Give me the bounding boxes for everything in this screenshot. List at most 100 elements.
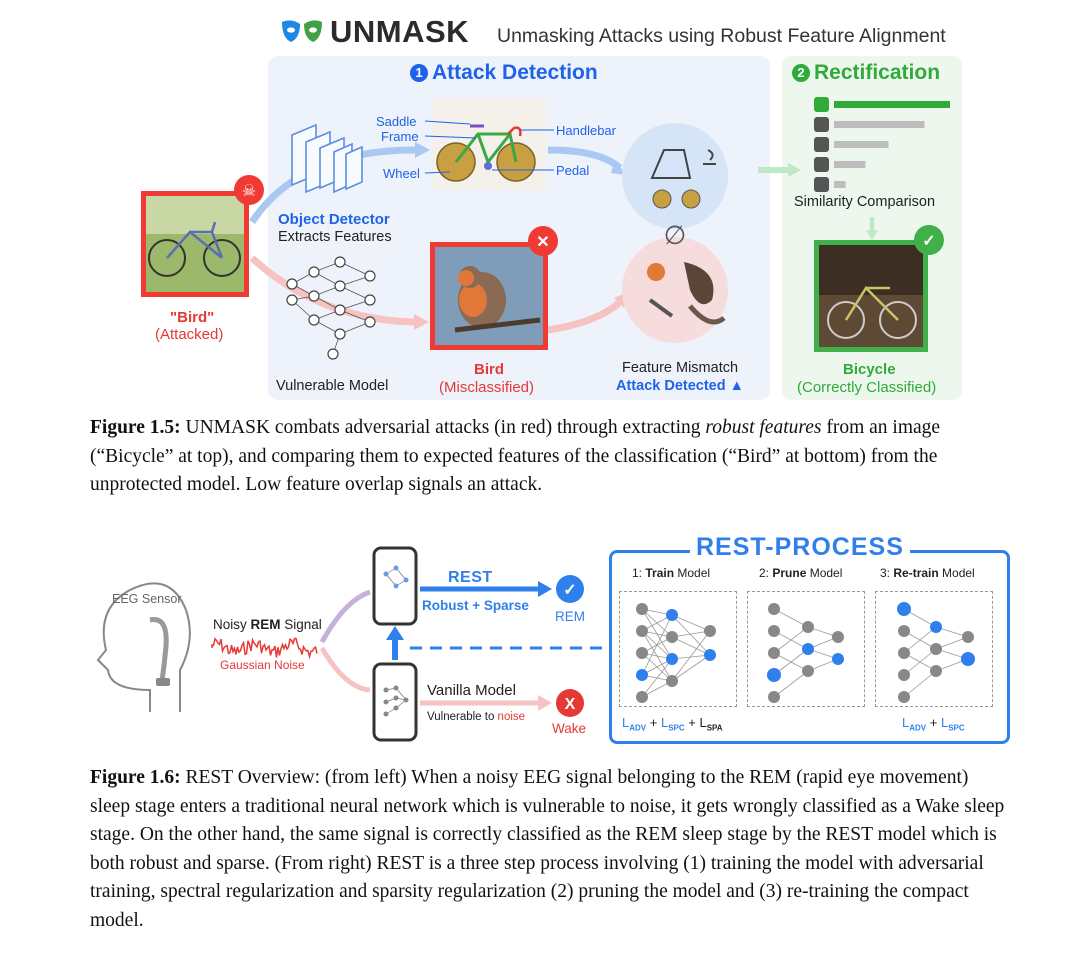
vulnerable-text: Vulnerable to: [427, 711, 498, 723]
attacked-label: "Bird": [170, 309, 215, 326]
loss2-adv-sub: ADV: [909, 723, 927, 733]
similarity-bar: [834, 161, 866, 168]
caption-1-6-text: REST Overview: (from left) When a noisy …: [90, 767, 1005, 931]
similarity-bar: [834, 141, 889, 148]
step-two-badge: 2: [792, 64, 810, 82]
bicycle-sublabel: (Correctly Classified): [797, 379, 937, 396]
vulnerable-model-label: Vulnerable Model: [276, 378, 389, 394]
loss-l-spa: L: [699, 715, 707, 730]
similarity-bar: [834, 121, 925, 128]
caption-1-5-label: Figure 1.5:: [90, 417, 181, 438]
stage-3-rest: Model: [938, 566, 975, 580]
vanilla-model-label: Vanilla Model: [427, 682, 516, 699]
loss-stage-1: LADV + LSPC + LSPA: [622, 715, 723, 733]
loss-l-adv: L: [622, 715, 630, 730]
rest-process-box: REST-PROCESS 1: Train Model 2: Prune Mod…: [609, 533, 1010, 744]
stage-1-title: 1: Train Model: [632, 566, 710, 580]
stage-1-box: [619, 591, 737, 707]
stage-1-bold: Train: [645, 566, 675, 580]
noisy-rem-signal-label: Noisy REM Signal: [213, 616, 322, 633]
rest-networks: [636, 602, 975, 703]
stage-3-title: 3: Re-train Model: [880, 566, 975, 580]
stage-2-box: [747, 591, 865, 707]
loss2-l-spc: L: [940, 715, 949, 730]
stage-2-title: 2: Prune Model: [759, 566, 842, 580]
unmask-logo-icon: [282, 20, 322, 42]
stage-3-box: [875, 591, 993, 707]
stage-3-num: 3:: [880, 566, 891, 580]
loss-adv-sub: ADV: [629, 723, 647, 733]
caption-1-5-emphasis: robust features: [705, 417, 822, 438]
similarity-bar: [834, 101, 950, 108]
similarity-bars: [814, 97, 950, 192]
bicycle-icon: [814, 97, 829, 112]
frame-label: Frame: [381, 129, 419, 144]
caption-1-5-brand: UNMASK: [185, 417, 271, 438]
eeg-sensor-label: EEG Sensor: [112, 592, 182, 606]
saddle-label: Saddle: [376, 114, 417, 129]
object-detector-sublabel: Extracts Features: [278, 229, 392, 245]
figure-1-6-caption: Figure 1.6: REST Overview: (from left) W…: [90, 764, 1010, 936]
object-detector-label: Object Detector: [278, 211, 390, 228]
bicycle-label: Bicycle: [843, 361, 896, 378]
figure-1-5-caption: Figure 1.5: UNMASK combats adversarial a…: [90, 414, 1010, 500]
svg-text:✕: ✕: [536, 234, 549, 251]
svg-text:✓: ✓: [563, 582, 576, 599]
loss2-l-adv: L: [902, 715, 910, 730]
unmask-diagram: ☠: [141, 97, 950, 360]
rem-output-label: REM: [555, 609, 585, 624]
caption-1-5-text-1: combats adversarial attacks (in red) thr…: [270, 417, 706, 438]
loss2-spc-sub: SPC: [948, 723, 965, 733]
svg-text:X: X: [565, 696, 576, 713]
loss-stage-3: LADV + LSPC: [902, 715, 965, 733]
svg-text:✓: ✓: [922, 233, 935, 250]
loss-spc-sub: SPC: [668, 723, 685, 733]
robust-sparse-label: Robust + Sparse: [422, 598, 529, 613]
gaussian-noise-label: Gaussian Noise: [220, 658, 305, 672]
step-one-badge: 1: [410, 64, 428, 82]
unmask-title: UNMASK: [330, 14, 470, 49]
motorbike-icon: [814, 117, 829, 132]
loss-l-spc: L: [660, 715, 669, 730]
feature-mismatch-label: Feature Mismatch: [622, 360, 739, 376]
wheel-label: Wheel: [383, 166, 420, 181]
noise-text: noise: [497, 711, 526, 723]
stage-1-rest: Model: [674, 566, 711, 580]
vulnerable-noise-label: Vulnerable to noise: [427, 709, 525, 726]
noisy-signal-wave: [211, 637, 318, 660]
noisy-text-2: Signal: [280, 617, 322, 632]
pedal-label: Pedal: [556, 163, 590, 178]
attack-detection-label: Attack Detection: [432, 61, 598, 84]
similarity-comparison-label: Similarity Comparison: [794, 194, 936, 210]
attack-detected-label: Attack Detected ▲: [616, 378, 744, 395]
noisy-text-rem: REM: [250, 617, 281, 632]
figure-1-5: UNMASK Unmasking Attacks using Robust Fe…: [0, 0, 1080, 402]
caption-1-6-label: Figure 1.6:: [90, 767, 181, 788]
stage-2-rest: Model: [806, 566, 843, 580]
attacked-sublabel: (Attacked): [155, 326, 224, 343]
rest-arrow-label: REST: [448, 569, 493, 586]
stage-3-bold: Re-train: [893, 566, 939, 580]
loss-spa-sub: SPA: [706, 723, 723, 733]
stage-2-num: 2:: [759, 566, 770, 580]
stage-1-num: 1:: [632, 566, 643, 580]
wake-output-label: Wake: [552, 721, 587, 736]
bird-sublabel: (Misclassified): [439, 379, 535, 396]
noisy-text-1: Noisy: [213, 617, 251, 632]
svg-text:☠: ☠: [242, 183, 256, 200]
rest-diagram: ✓ X: [96, 546, 606, 742]
airplane-icon: [814, 137, 829, 152]
rectification-label: Rectification: [814, 61, 941, 84]
unmask-subtitle: Unmasking Attacks using Robust Feature A…: [497, 25, 946, 47]
caption-1-5-text-2: from an image (“Bicycle” at top), and co…: [90, 417, 941, 496]
warning-icon: ▲: [729, 378, 744, 394]
handlebar-label: Handlebar: [556, 123, 616, 138]
car-icon: [814, 177, 829, 192]
attack-detected-text: Attack Detected: [616, 378, 726, 394]
rest-process-title: REST-PROCESS: [690, 533, 910, 562]
bird-label: Bird: [474, 361, 504, 378]
train-icon: [814, 157, 829, 172]
figure-1-6: ✓ X EEG Sensor Noisy REM Signal Gaussian…: [0, 530, 1080, 750]
